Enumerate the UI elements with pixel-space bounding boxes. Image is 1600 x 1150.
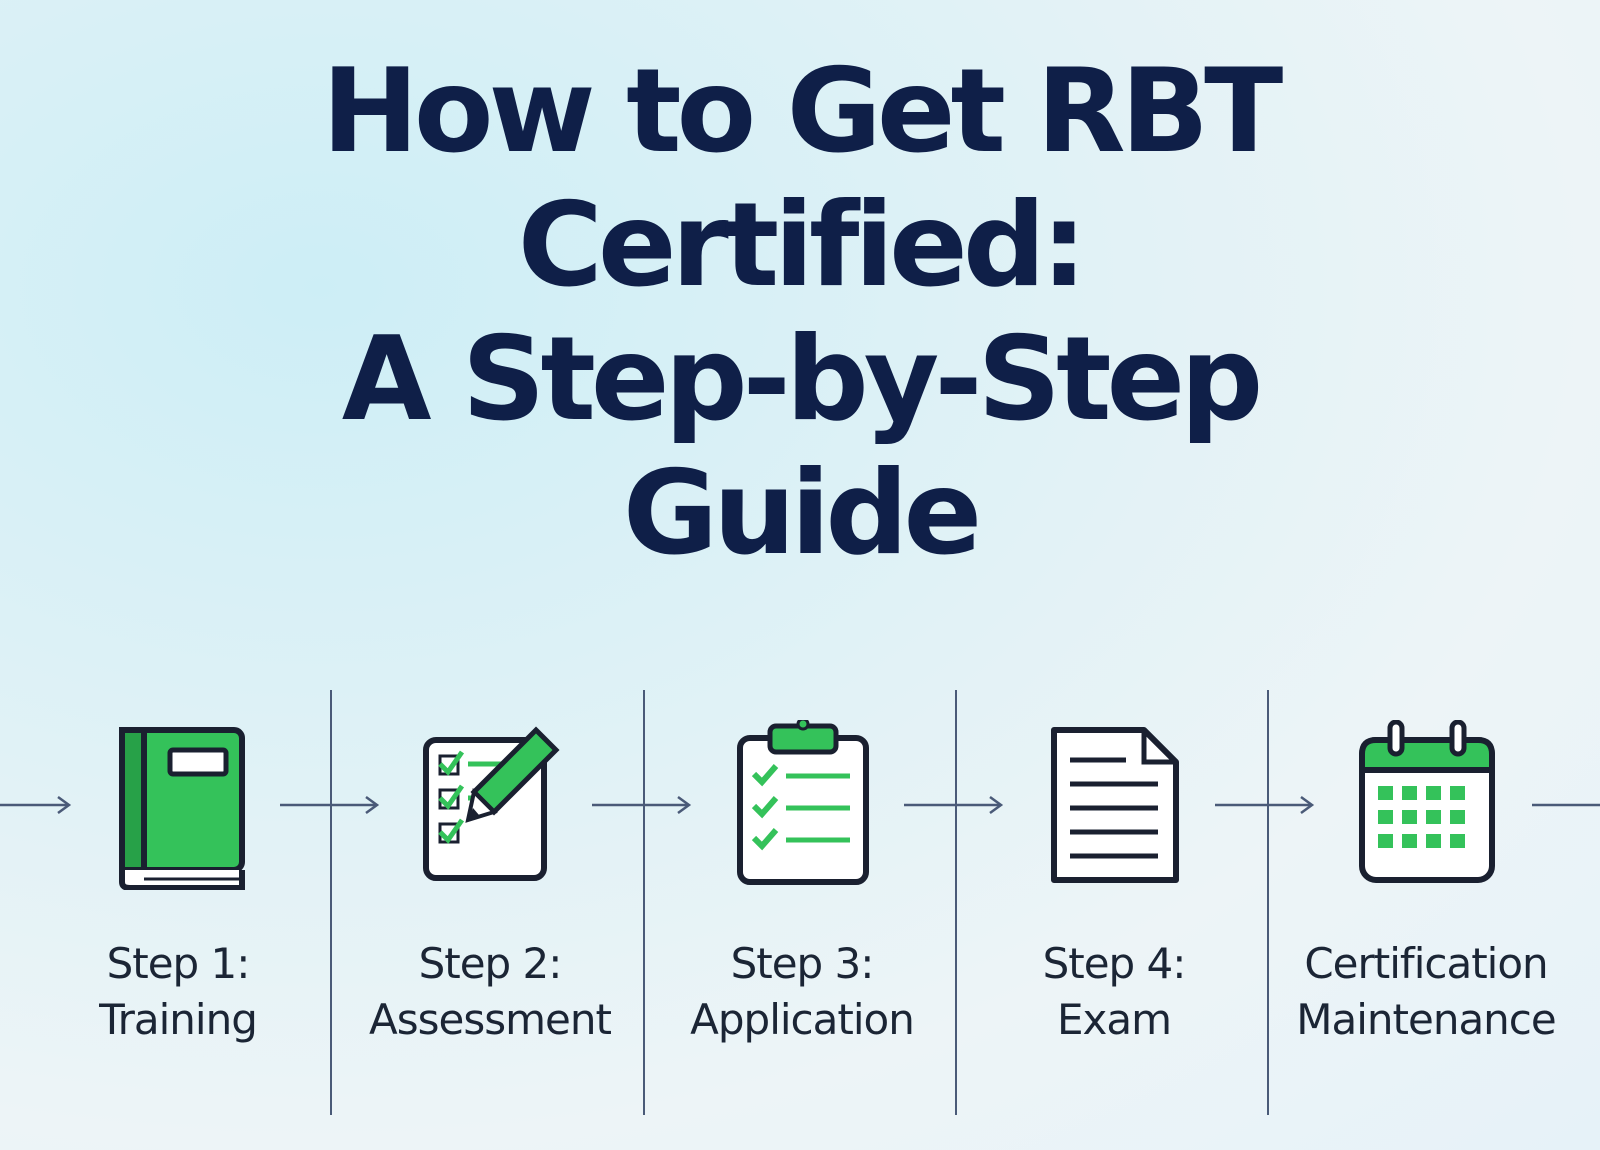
document-icon: [1051, 727, 1179, 883]
step-4-label: Step 4: Exam: [964, 936, 1264, 1048]
divider-3: [955, 690, 957, 1115]
step-1-number: Step 1:: [106, 939, 251, 988]
step-4-number: Step 4:: [1042, 939, 1187, 988]
step-5-line-2: Maintenance: [1296, 995, 1556, 1044]
divider-2: [643, 690, 645, 1115]
connector-arrow-icon: [1215, 795, 1315, 815]
step-3-title: Application: [690, 995, 915, 1044]
divider-1: [330, 690, 332, 1115]
connector-arrow-icon: [0, 795, 72, 815]
connector-arrow-icon: [280, 795, 380, 815]
title-line-1: How to Get RBT: [321, 44, 1283, 179]
book-icon: [119, 727, 245, 890]
step-5-line-1: Certification: [1304, 939, 1548, 988]
connector-arrow-icon: [592, 795, 692, 815]
step-3-label: Step 3: Application: [652, 936, 952, 1048]
divider-4: [1267, 690, 1269, 1115]
checklist-pencil-icon: [423, 726, 560, 881]
step-4-title: Exam: [1056, 995, 1172, 1044]
calendar-icon: [1359, 720, 1495, 883]
title-line-3: A Step-by-Step: [341, 312, 1264, 447]
step-2-title: Assessment: [369, 995, 612, 1044]
step-2-number: Step 2:: [418, 939, 563, 988]
clipboard-icon: [737, 720, 869, 885]
step-1-label: Step 1: Training: [28, 936, 328, 1048]
title-line-4: Guide: [622, 446, 982, 581]
connector-arrow-icon: [904, 795, 1004, 815]
connector-line: [1532, 803, 1600, 807]
page-title: How to Get RBT Certified: A Step-by-Step…: [200, 45, 1400, 581]
step-1-title: Training: [99, 995, 258, 1044]
title-line-2: Certified:: [517, 178, 1088, 313]
step-5-label: Certification Maintenance: [1276, 936, 1576, 1048]
step-2-label: Step 2: Assessment: [340, 936, 640, 1048]
step-3-number: Step 3:: [730, 939, 875, 988]
